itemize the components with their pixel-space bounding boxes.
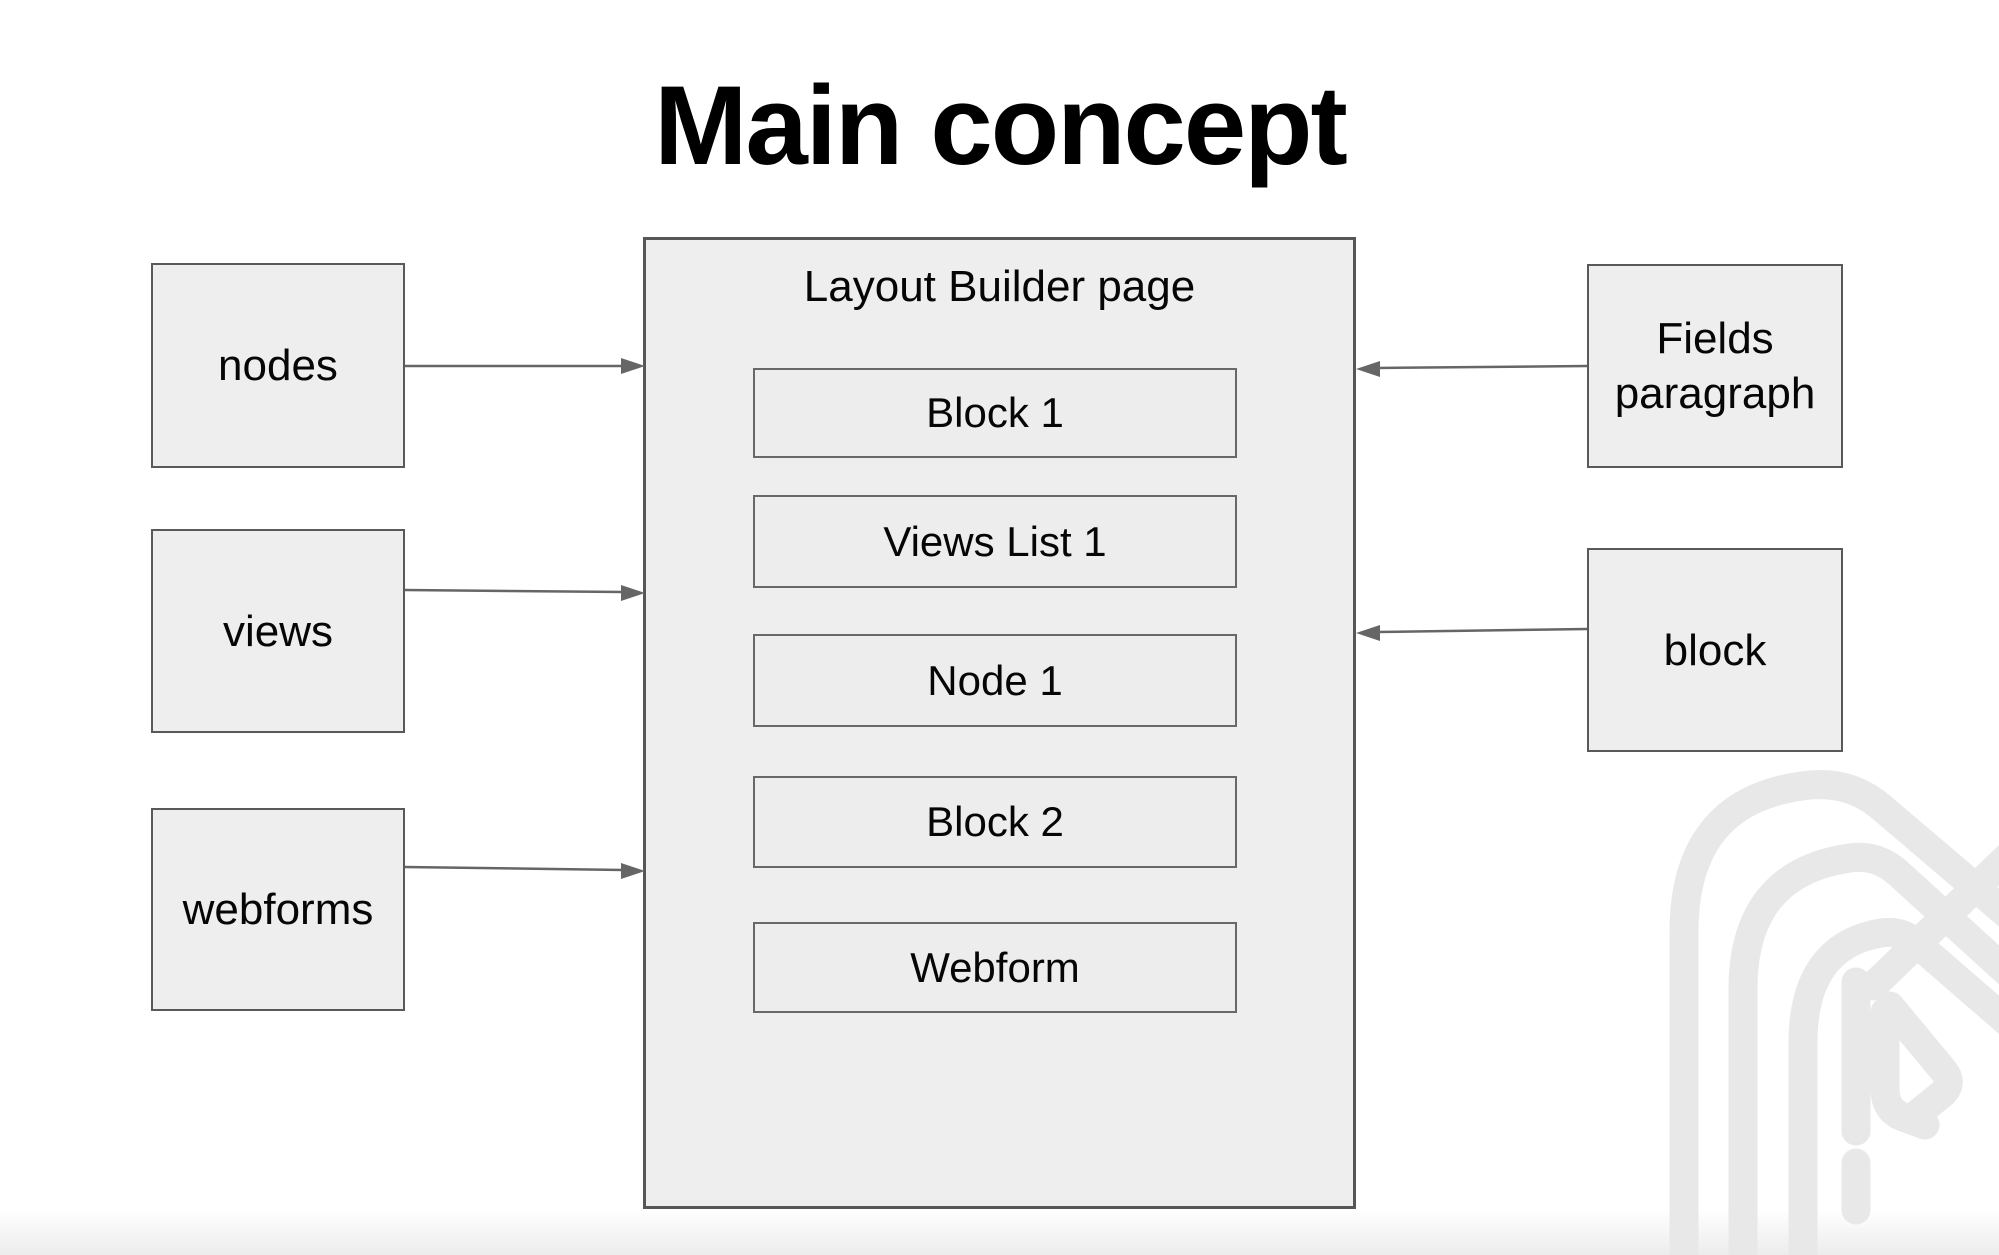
logo-inner-line (1788, 917, 1999, 1255)
left-arrowhead-icon (1356, 625, 1380, 641)
arrow-views-to-layout (404, 585, 645, 601)
layout-builder-page-title: Layout Builder page (803, 262, 1196, 311)
right-arrowhead-icon (621, 863, 645, 879)
right-arrowhead-icon (621, 358, 645, 374)
block-1-box: Block 1 (753, 368, 1237, 458)
node-1-label: Node 1 (927, 656, 1063, 704)
logo-outer-line (1669, 770, 1999, 1255)
views-box: views (151, 529, 405, 733)
arrow-webforms-to-layout (404, 863, 645, 879)
bottom-fade-strip (0, 1209, 1999, 1255)
fields-paragraph-label: Fields paragraph (1614, 314, 1816, 418)
fields-paragraph-box: Fields paragraph (1587, 264, 1843, 468)
block-2-box: Block 2 (753, 776, 1237, 868)
views-box-label: views (222, 606, 334, 656)
arrow-nodes-to-layout (405, 358, 645, 374)
logo-triangle-left-side (1870, 997, 1940, 1140)
block-2-label: Block 2 (926, 798, 1064, 845)
logo-triangle-hypotenuse (1875, 991, 1963, 1130)
views-list-1-box: Views List 1 (753, 495, 1237, 588)
node-1-box: Node 1 (753, 634, 1237, 727)
arrow-fields-paragraph-to-layout (1356, 361, 1588, 377)
layout-builder-page-box: Layout Builder page Block 1 Views List 1… (643, 237, 1356, 1209)
nodes-box: nodes (151, 263, 405, 468)
webform-label: Webform (910, 943, 1080, 991)
logo-middle-line (1728, 842, 1999, 1255)
block-box: block (1587, 548, 1843, 752)
logo-ascending-diagonal (1858, 845, 1999, 1001)
webform-box: Webform (753, 922, 1237, 1013)
nodes-box-label: nodes (218, 341, 338, 390)
right-arrowhead-icon (621, 585, 645, 601)
arrow-block-to-layout (1356, 625, 1588, 641)
left-arrowhead-icon (1356, 361, 1380, 377)
page-title: Main concept (654, 63, 1348, 188)
block-1-label: Block 1 (926, 389, 1064, 436)
webforms-box: webforms (151, 808, 405, 1011)
webforms-box-label: webforms (182, 885, 374, 934)
block-box-label: block (1663, 625, 1767, 675)
views-list-1-label: Views List 1 (883, 517, 1107, 565)
